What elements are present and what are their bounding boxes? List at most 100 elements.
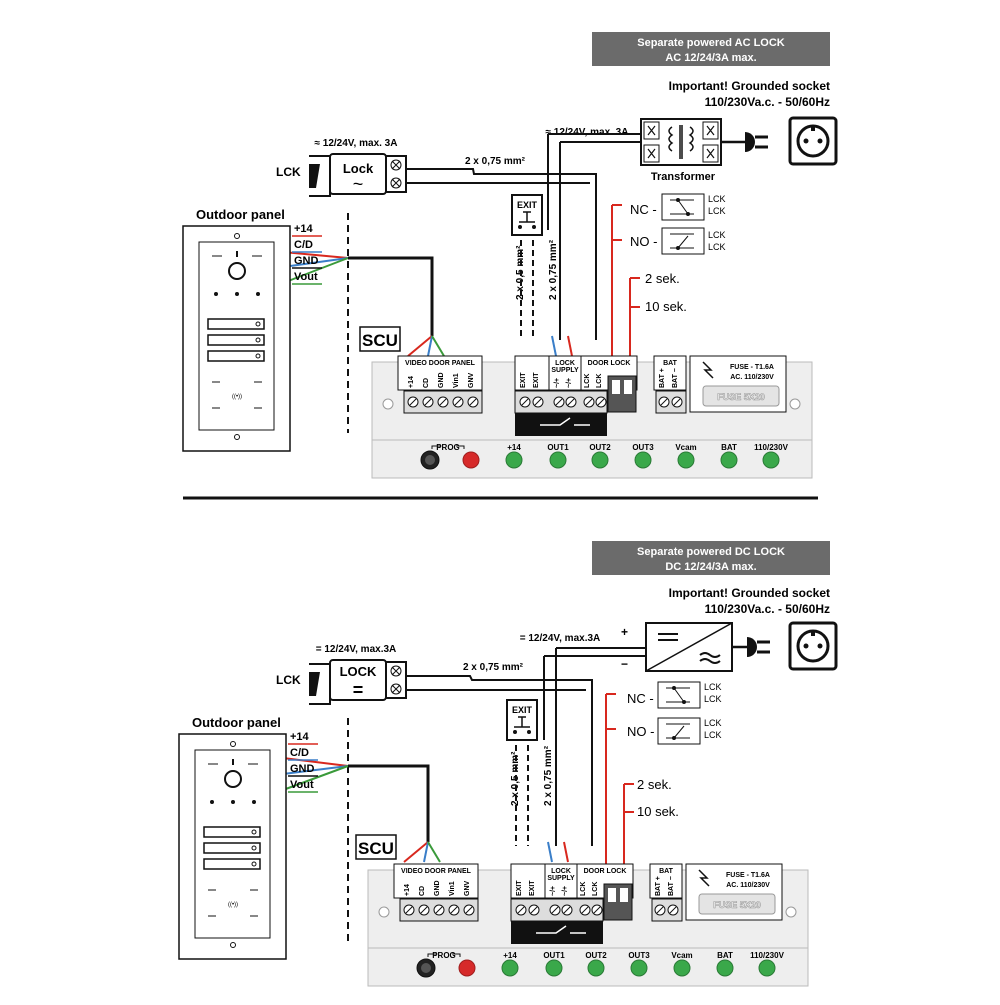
bat-terminal-block xyxy=(655,390,687,414)
time-10s-label: 10 sek. xyxy=(645,299,687,314)
terminal-label: BAT + xyxy=(655,876,662,896)
terminal-label: GND xyxy=(438,372,445,388)
terminal-label: CD xyxy=(419,886,426,896)
terminal-label: ~/+ xyxy=(562,886,569,896)
ac-lock-diagram: Separate powered AC LOCK AC 12/24/3A max… xyxy=(276,32,838,433)
nc-label: NC - xyxy=(630,202,657,217)
led-green xyxy=(716,959,734,977)
scu-title: SCU xyxy=(362,331,398,350)
repeated-sections: Outdoor panel((•))+14C/DGNDVoutSCUVIDEO … xyxy=(178,207,813,987)
nc-lck-2: LCK xyxy=(704,694,722,704)
power-plug-icon xyxy=(722,132,768,152)
panel-wire-label: +14 xyxy=(290,731,310,743)
fuse-voltage: AC. 110/230V xyxy=(730,374,774,381)
nc-switch-icon xyxy=(657,681,701,709)
led-label: 110/230V xyxy=(750,951,784,960)
led-green xyxy=(545,959,563,977)
no-lck-2: LCK xyxy=(704,730,722,740)
led-green xyxy=(720,451,738,469)
lock-device-icon xyxy=(309,659,407,705)
banner-line1: Separate powered DC LOCK xyxy=(637,546,785,558)
dc-lock-diagram: Separate powered DC LOCK DC 12/24/3A max… xyxy=(276,541,838,942)
group-lock-supply-2: SUPPLY xyxy=(551,367,579,374)
group-bat: BAT xyxy=(663,360,678,367)
group-video: VIDEO DOOR PANEL xyxy=(401,868,472,875)
terminal-label: Vin1 xyxy=(449,881,456,896)
fuse-rating: FUSE - T1.6A xyxy=(730,364,774,371)
lock-device-icon xyxy=(309,153,407,197)
lock-cable-label: 2 x 0,75 mm² xyxy=(548,239,559,300)
led-green xyxy=(501,959,519,977)
panel-wire-label: Vout xyxy=(294,271,318,283)
terminal-label: LCK xyxy=(584,374,591,388)
no-lck-1: LCK xyxy=(704,718,722,728)
dc-section-hardware: Outdoor panel((•))+14C/DGNDVoutSCUVIDEO … xyxy=(178,715,809,987)
lck-label: LCK xyxy=(276,673,301,687)
nc-label: NC - xyxy=(627,691,654,706)
socket-warning: Important! Grounded socket xyxy=(669,586,830,600)
lock-name: LOCK xyxy=(340,664,377,679)
panel-wire-label: C/D xyxy=(294,239,313,251)
led-label: OUT1 xyxy=(543,951,565,960)
supply-rating: = 12/24V, max.3A xyxy=(520,633,601,644)
power-plug-icon xyxy=(733,637,770,657)
wires xyxy=(282,647,646,942)
terminal-label: CD xyxy=(423,378,430,388)
outdoor-panel-title: Outdoor panel xyxy=(196,207,285,222)
outdoor-panel-title: Outdoor panel xyxy=(192,715,281,730)
terminal-label: BAT + xyxy=(659,368,666,388)
no-label: NO - xyxy=(627,724,654,739)
group-lock-supply: LOCK xyxy=(551,868,571,875)
group-door-lock: DOOR LOCK xyxy=(584,868,627,875)
panel-wire-label: GND xyxy=(290,763,315,775)
terminal-label: +14 xyxy=(404,884,411,896)
terminal-label: Vin1 xyxy=(453,373,460,388)
time-2s-label: 2 sek. xyxy=(645,271,680,286)
led-label: Vcam xyxy=(675,443,696,452)
banner-line2: AC 12/24/3A max. xyxy=(665,52,756,64)
exit-button-icon xyxy=(506,699,538,741)
panel-wire-label: Vout xyxy=(290,779,314,791)
relay-contact-icon xyxy=(540,417,590,426)
terminal-label: BAT − xyxy=(668,876,675,896)
time-2s-label: 2 sek. xyxy=(637,777,672,792)
panel-wire-label: GND xyxy=(294,255,319,267)
no-lck-2: LCK xyxy=(708,242,726,252)
nc-lck-1: LCK xyxy=(708,194,726,204)
led-green xyxy=(630,959,648,977)
main-cable-label: 2 x 0,75 mm² xyxy=(463,662,524,673)
no-label: NO - xyxy=(630,234,657,249)
relay-contact-icon xyxy=(536,925,586,934)
socket-warning: Important! Grounded socket xyxy=(669,79,830,93)
terminal-label: EXIT xyxy=(520,372,527,388)
led-label: BAT xyxy=(721,443,737,452)
ac-section-hardware: Outdoor panel((•))+14C/DGNDVoutSCUVIDEO … xyxy=(182,207,813,479)
no-switch-icon xyxy=(661,227,705,255)
lock-symbol: = xyxy=(353,680,364,700)
exit-label: EXIT xyxy=(517,200,538,210)
fuse-part: FUSE 5X20 xyxy=(717,392,765,402)
led-green xyxy=(591,451,609,469)
led-green xyxy=(505,451,523,469)
terminal-label: LCK xyxy=(596,374,603,388)
terminal-label: +14 xyxy=(408,376,415,388)
lock-name: Lock xyxy=(343,161,374,176)
led-green xyxy=(673,959,691,977)
no-lck-1: LCK xyxy=(708,230,726,240)
group-lock-supply-2: SUPPLY xyxy=(547,875,575,882)
led-label: +14 xyxy=(503,951,517,960)
banner-line1: Separate powered AC LOCK xyxy=(637,37,785,49)
banner-box xyxy=(592,32,830,66)
time-10s-label: 10 sek. xyxy=(637,804,679,819)
led-red xyxy=(462,451,480,469)
minus-label: − xyxy=(621,657,628,671)
banner-line2: DC 12/24/3A max. xyxy=(665,561,756,573)
high-voltage-icon xyxy=(702,361,714,379)
led-label: OUT2 xyxy=(589,443,611,452)
led-label: OUT2 xyxy=(585,951,607,960)
scu-title-box xyxy=(359,326,401,352)
